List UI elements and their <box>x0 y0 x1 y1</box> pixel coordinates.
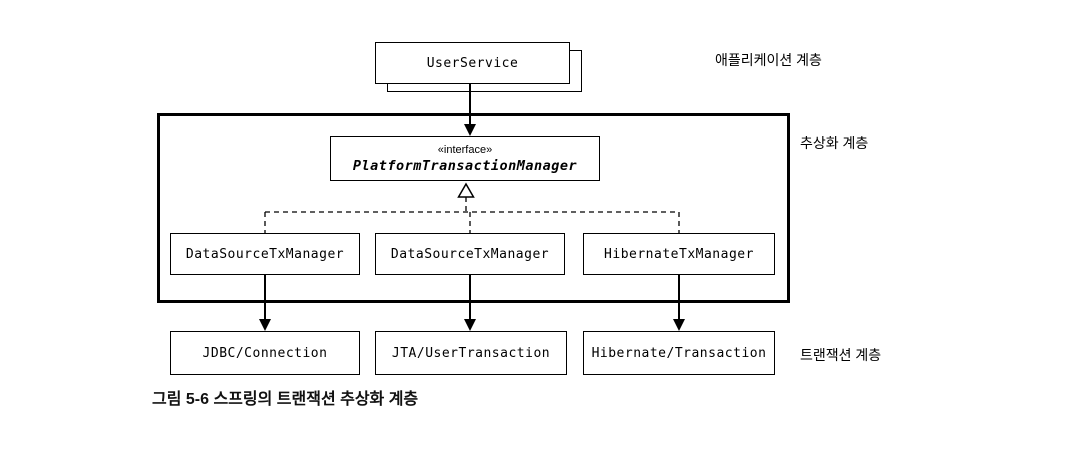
transaction-api-label: Hibernate/Transaction <box>591 345 767 361</box>
interface-name: PlatformTransactionManager <box>352 157 578 174</box>
interface-stereotype: «interface» <box>437 143 493 156</box>
manager-label: DataSourceTxManager <box>390 246 550 262</box>
jdbc-connection-box: JDBC/Connection <box>170 331 360 375</box>
datasource-tx-manager-box-1: DataSourceTxManager <box>170 233 360 275</box>
datasource-tx-manager-box-2: DataSourceTxManager <box>375 233 565 275</box>
transaction-api-label: JDBC/Connection <box>202 345 328 361</box>
userservice-label: UserService <box>426 55 519 71</box>
figure-caption: 그림 5-6 스프링의 트랜잭션 추상화 계층 <box>152 391 419 408</box>
userservice-box: UserService <box>375 42 570 84</box>
jta-usertransaction-box: JTA/UserTransaction <box>375 331 567 375</box>
manager-label: DataSourceTxManager <box>185 246 345 262</box>
hibernate-transaction-box: Hibernate/Transaction <box>583 331 775 375</box>
application-layer-label: 애플리케이션 계층 <box>715 52 822 68</box>
abstraction-layer-frame <box>157 113 790 303</box>
hibernate-tx-manager-box: HibernateTxManager <box>583 233 775 275</box>
transaction-api-label: JTA/UserTransaction <box>391 345 551 361</box>
manager-label: HibernateTxManager <box>604 246 754 262</box>
platform-transaction-manager-box: «interface» PlatformTransactionManager <box>330 136 600 181</box>
transaction-layer-label: 트랜잭션 계층 <box>800 347 882 363</box>
abstraction-layer-label: 추상화 계층 <box>800 135 869 151</box>
